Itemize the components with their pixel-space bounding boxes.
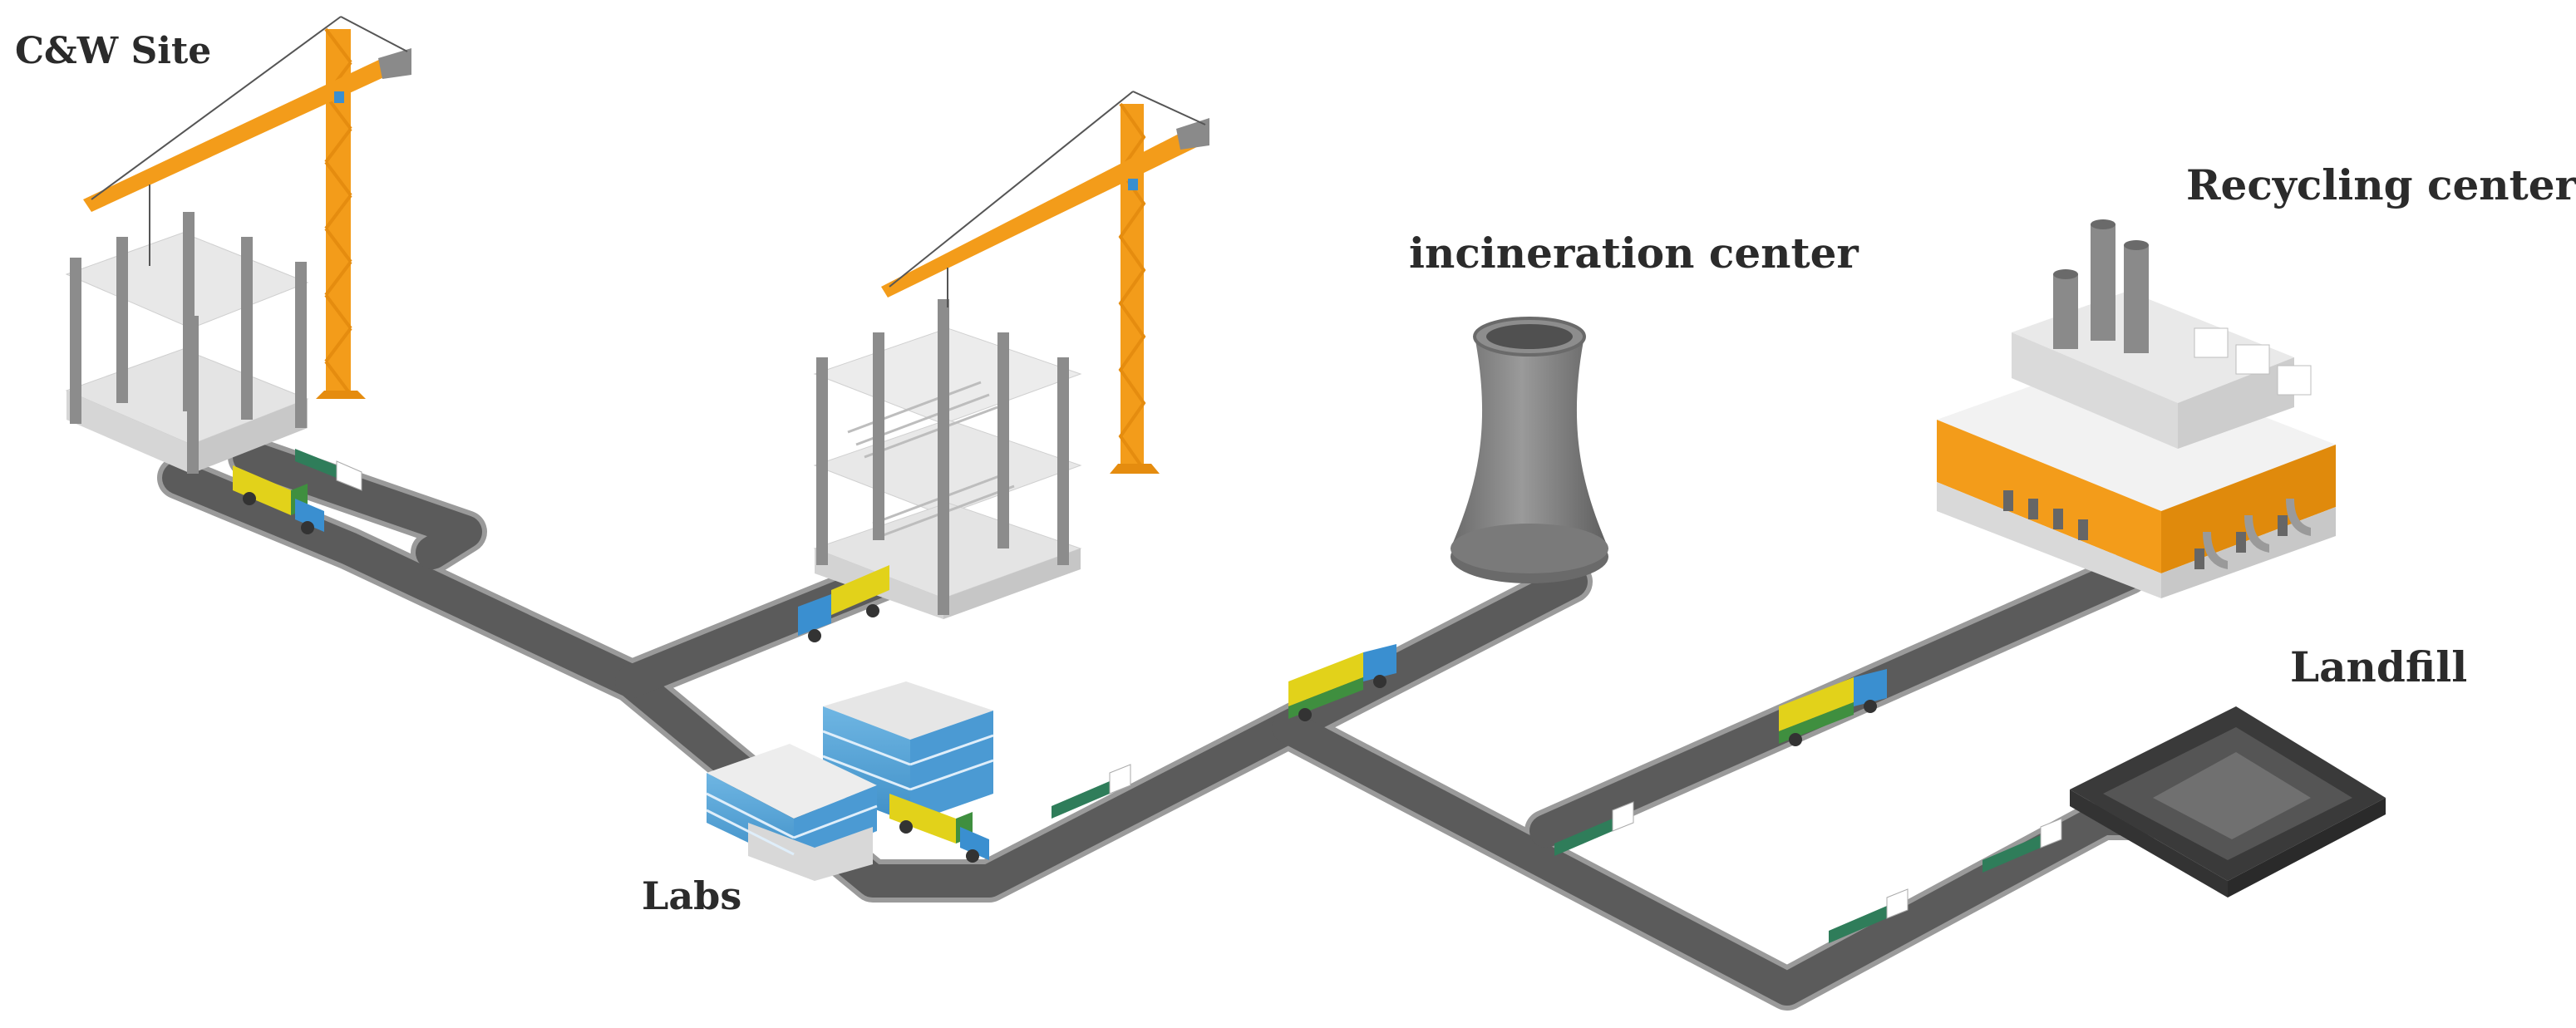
dump-truck-icon [1288,644,1396,721]
flatbed-truck-icon [1829,888,1909,943]
factory-icon [1937,219,2336,598]
dump-truck-icon [1779,669,1887,746]
flatbed-truck-icon [1982,818,2062,873]
office-building-icon [706,681,994,881]
crane-icon [881,91,1209,474]
dump-truck-icon [889,794,989,863]
flatbed-truck-icon [1554,801,1634,856]
cooling-tower-icon [1451,317,1608,583]
dump-truck-icon [798,565,889,642]
road-network [157,435,2166,1011]
flatbed-truck-icon [1052,764,1131,819]
incineration-center-label: incineration center [1409,229,1859,278]
cw-site-label: C&W Site [15,30,212,72]
cw-site-building-frame-icon [65,212,309,474]
labs-label: Labs [642,873,742,918]
flatbed-truck-icon [295,449,362,491]
dump-truck-icon [233,465,324,534]
recycling-center-label: Recycling center [2186,160,2576,209]
landfill-pit-icon [2070,706,2386,898]
landfill-label: Landfill [2290,642,2468,691]
crane-icon [83,16,411,399]
building-frame-icon [813,299,1082,619]
